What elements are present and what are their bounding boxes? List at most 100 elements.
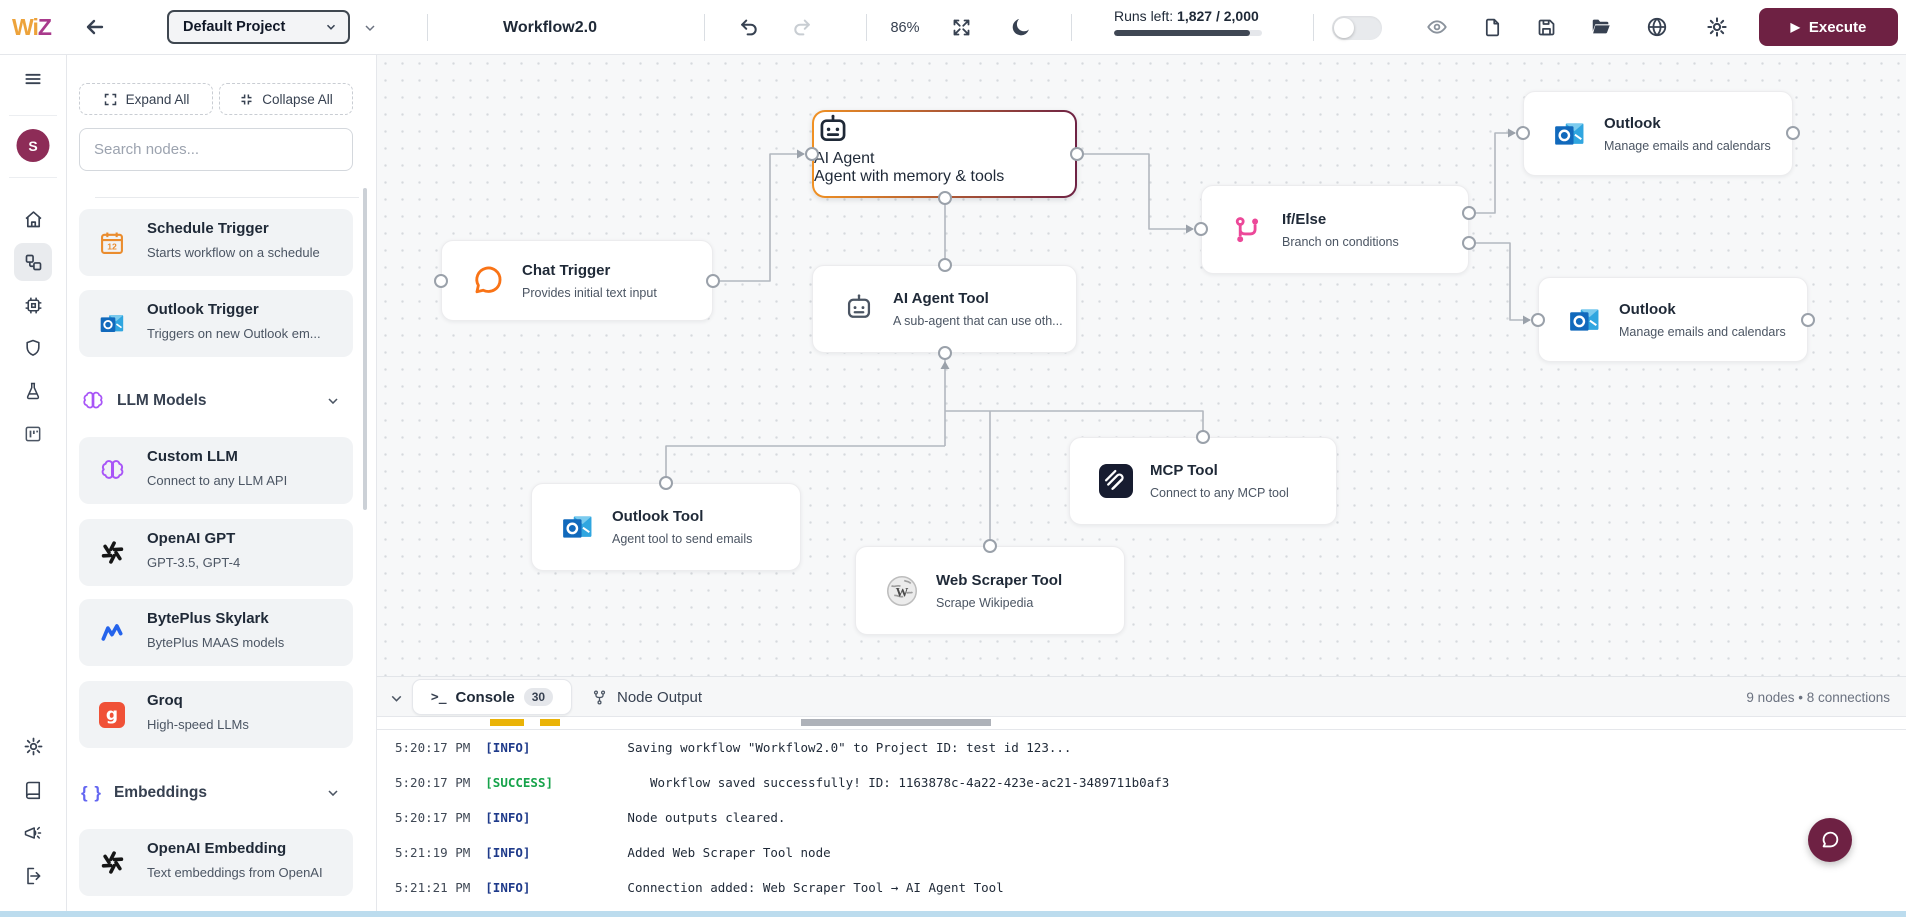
divider [427,14,428,41]
log-time: 5:21:21 PM [395,880,471,895]
port-outlook-2-in[interactable] [1531,313,1545,327]
port-ai-agent-tool-top[interactable] [938,258,952,272]
sidebar-item-models[interactable] [14,286,52,324]
palette-section-embeddings[interactable]: { } Embeddings [81,778,353,808]
logout-button[interactable] [14,857,52,895]
byteplus-icon [101,623,123,641]
node-title: AI Agent [814,150,875,167]
port-ai-agent-tool-bottom[interactable] [938,346,952,360]
sidebar-item-announcements[interactable] [14,814,52,852]
palette-scrollbar[interactable] [363,188,367,510]
palette-item-outlook-trigger[interactable]: Outlook Trigger Triggers on new Outlook … [79,290,353,357]
palette-item-openai-gpt[interactable]: OpenAI GPT GPT-3.5, GPT-4 [79,519,353,586]
eye-icon [1427,20,1447,34]
collapse-all-button[interactable]: Collapse All [219,83,353,115]
divider [866,14,867,41]
sidebar-item-settings[interactable] [14,727,52,765]
open-folder-icon [1592,19,1610,34]
palette-item-openai-embedding[interactable]: OpenAI Embedding Text embeddings from Op… [79,829,353,896]
log-time: 5:21:19 PM [395,845,471,860]
search-nodes-input[interactable] [79,128,353,171]
sidebar-item-security[interactable] [14,329,52,367]
dark-mode-toggle-button[interactable] [1004,10,1038,44]
port-outlook-1-out[interactable] [1786,126,1800,140]
undo-icon [741,19,757,36]
log-message: Connection added: Web Scraper Tool → AI … [627,880,1004,895]
port-outlook-2-out[interactable] [1801,313,1815,327]
open-workflow-button[interactable] [1584,10,1618,44]
chevron-down-icon [328,790,338,797]
palette-section-llm-models[interactable]: LLM Models [81,386,353,416]
palette-item-byteplus-skylark[interactable]: BytePlus Skylark BytePlus MAAS models [79,599,353,666]
port-if-else-false-out[interactable] [1462,236,1476,250]
calendar-icon: 12 [101,232,123,254]
back-button[interactable] [78,10,112,44]
log-level: [INFO] [485,740,531,755]
user-avatar[interactable]: S [16,129,50,162]
node-title: Web Scraper Tool [936,571,1063,589]
horizontal-scrollbar[interactable] [0,911,1906,917]
left-icon-rail: S [0,55,67,917]
sidebar-item-experiments[interactable] [14,372,52,410]
tab-node-output[interactable]: Node Output [591,677,702,717]
divider [704,14,705,41]
port-outlook-tool-top[interactable] [659,476,673,490]
console-log[interactable]: 5:20:17 PM[INFO]Saving workflow "Workflo… [377,717,1906,917]
project-menu-chevron[interactable] [362,20,378,36]
fit-view-button[interactable] [944,10,978,44]
expand-all-button[interactable]: Expand All [79,83,213,115]
outlook-icon [1555,122,1584,145]
port-ai-agent-out[interactable] [1070,147,1084,161]
palette-item-groq[interactable]: g Groq High-speed LLMs [79,681,353,748]
redo-button[interactable] [785,10,819,44]
publish-button[interactable] [1640,10,1674,44]
chat-bubble-icon [475,266,502,293]
port-web-scraper-top[interactable] [983,539,997,553]
sidebar-item-home[interactable] [14,200,52,238]
undo-button[interactable] [732,10,766,44]
svg-text:W: W [896,585,909,599]
curly-braces-icon: { } [81,783,102,802]
execute-button[interactable]: ▶ Execute [1759,8,1898,46]
sidebar-item-docs[interactable] [14,771,52,809]
sidebar-item-board[interactable] [14,415,52,453]
tab-console[interactable]: >_ Console 30 [412,679,572,715]
gear-icon [1707,17,1727,37]
feedback-chat-button[interactable] [1808,818,1852,862]
port-chat-trigger-in[interactable] [434,274,448,288]
palette-item-schedule-trigger[interactable]: 12 Schedule Trigger Starts workflow on a… [79,209,353,276]
console-collapse-button[interactable] [385,687,407,709]
port-ai-agent-bottom[interactable] [938,191,952,205]
port-if-else-in[interactable] [1194,222,1208,236]
log-level: [INFO] [485,845,531,860]
menu-button[interactable] [14,60,52,98]
node-output-tab-label: Node Output [617,688,703,706]
project-select[interactable]: Default Project [167,10,350,44]
hamburger-icon [25,73,41,85]
port-if-else-true-out[interactable] [1462,206,1476,220]
svg-text:12: 12 [107,241,117,251]
palette-item-custom-llm[interactable]: Custom LLM Connect to any LLM API [79,437,353,504]
port-mcp-tool-top[interactable] [1196,430,1210,444]
save-button[interactable] [1529,10,1563,44]
port-chat-trigger-out[interactable] [706,274,720,288]
mode-toggle-switch[interactable] [1332,16,1382,40]
visibility-button[interactable] [1420,10,1454,44]
byteplus-icon [97,618,127,648]
port-ai-agent-in[interactable] [805,147,819,161]
palette-item-subtitle: Text embeddings from OpenAI [147,865,323,880]
sidebar-item-workflows[interactable] [14,243,52,281]
port-outlook-1-in[interactable] [1516,126,1530,140]
settings-button[interactable] [1700,10,1734,44]
new-file-button[interactable] [1475,10,1509,44]
